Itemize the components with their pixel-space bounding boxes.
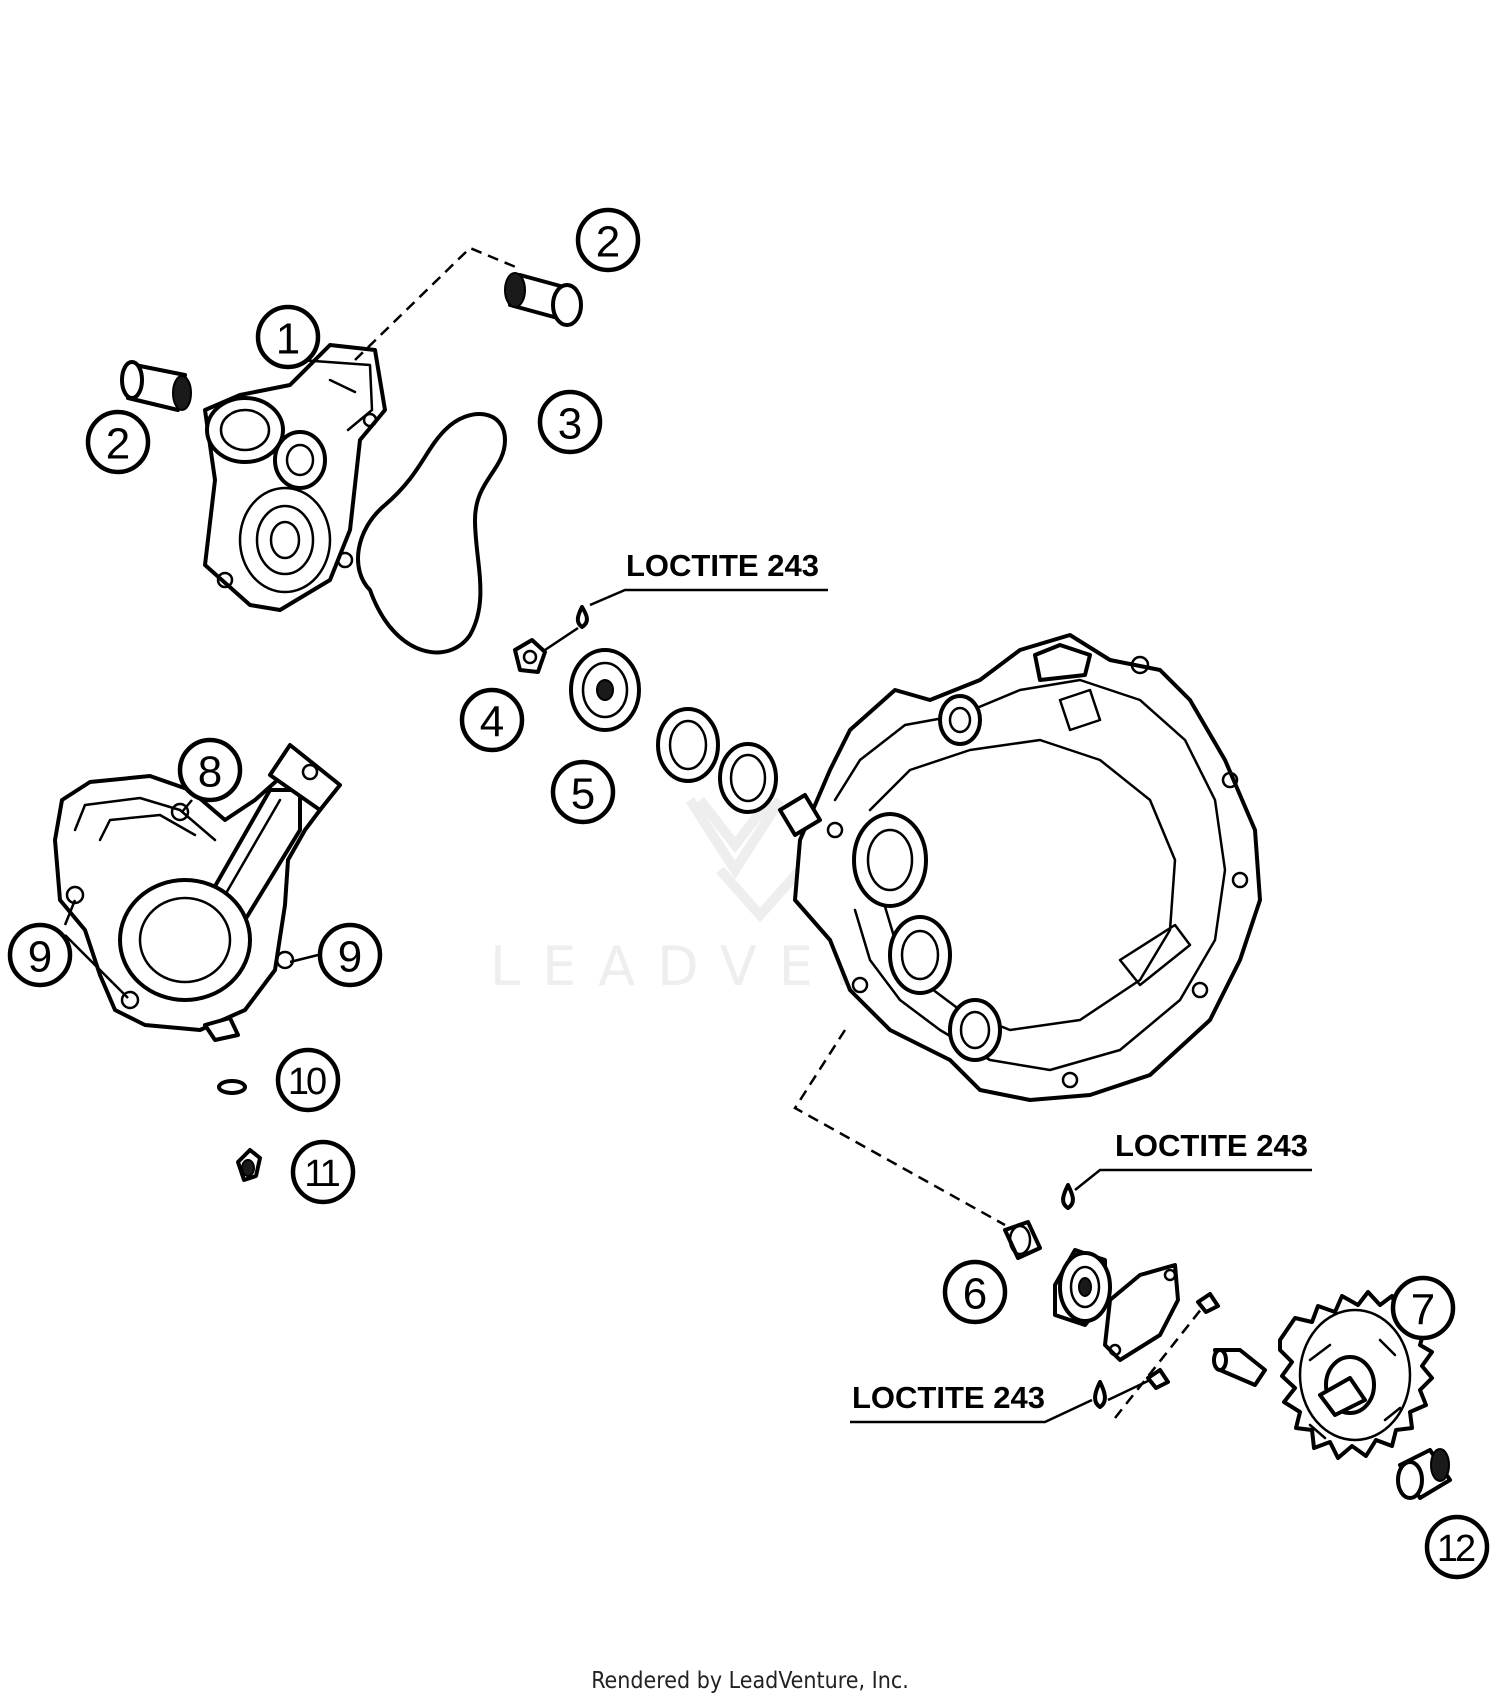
- shaft-seal-1: [656, 707, 720, 783]
- svg-text:5: 5: [571, 770, 595, 819]
- retainer-plate: [1103, 1263, 1180, 1362]
- bearing-sleeve: [1003, 1220, 1042, 1260]
- leader-9-right: [289, 953, 319, 964]
- retainer-screws: [1146, 1292, 1220, 1390]
- callout-9-left: 9: [7, 922, 73, 988]
- leader-screw-drop: [544, 626, 579, 652]
- svg-text:8: 8: [198, 748, 222, 797]
- callout-9-right: 9: [317, 922, 383, 988]
- pump-cover-outer: [203, 343, 387, 612]
- svg-text:2: 2: [596, 218, 620, 267]
- footer-credit: Rendered by LeadVenture, Inc.: [591, 1668, 909, 1694]
- svg-text:12: 12: [1437, 1528, 1475, 1570]
- callout-5: 5: [550, 759, 616, 825]
- callout-8: 8: [177, 737, 243, 803]
- note-loctite-3: LOCTITE 243: [852, 1380, 1045, 1415]
- shaft-seal-2: [718, 742, 778, 814]
- svg-text:2: 2: [106, 420, 130, 469]
- impeller: [569, 648, 641, 732]
- leader-retainer-drop: [1107, 1378, 1151, 1402]
- leader-loctite-1: [589, 588, 828, 607]
- loctite-drop-1: [575, 605, 589, 629]
- callout-2-upper: 2: [575, 207, 641, 273]
- ball-bearing: [1053, 1248, 1112, 1327]
- leader-8: [181, 799, 193, 813]
- engine-housing: [778, 633, 1262, 1102]
- leader-loctite-3: [850, 1398, 1093, 1424]
- dashed-line-upper: [354, 246, 519, 361]
- callout-11: 11: [290, 1139, 356, 1205]
- svg-text:3: 3: [558, 400, 582, 449]
- svg-text:9: 9: [28, 933, 52, 982]
- dashed-line-lower: [793, 1029, 1006, 1227]
- svg-text:10: 10: [288, 1061, 326, 1103]
- callout-3: 3: [537, 389, 603, 455]
- callout-4: 4: [459, 687, 525, 753]
- washer: [217, 1079, 247, 1095]
- callout-6: 6: [942, 1259, 1008, 1325]
- drain-screw: [236, 1148, 262, 1182]
- dashed-line-retainer: [1114, 1297, 1211, 1419]
- svg-text:11: 11: [304, 1153, 339, 1195]
- needle-bearing: [1396, 1448, 1452, 1500]
- callout-12: 12: [1424, 1514, 1490, 1580]
- note-loctite-2: LOCTITE 243: [1115, 1128, 1308, 1163]
- callout-2-left: 2: [85, 409, 151, 475]
- loctite-drop-3: [1093, 1380, 1107, 1409]
- leader-9-left: [63, 899, 129, 999]
- bushing-left: [120, 360, 192, 412]
- svg-text:4: 4: [480, 698, 504, 747]
- callout-7: 7: [1390, 1275, 1456, 1341]
- loctite-drop-2: [1061, 1183, 1075, 1210]
- pump-shaft-gear: [1212, 1290, 1434, 1460]
- bushing-upper: [504, 272, 583, 327]
- svg-text:1: 1: [276, 315, 300, 364]
- svg-text:6: 6: [963, 1270, 987, 1319]
- callout-10: 10: [275, 1047, 341, 1113]
- pump-cover-inner: [53, 743, 342, 1042]
- screw: [513, 638, 547, 674]
- leader-loctite-2: [1074, 1168, 1312, 1191]
- o-ring-gasket: [356, 412, 507, 655]
- callout-1: 1: [255, 304, 321, 370]
- note-loctite-1: LOCTITE 243: [626, 548, 819, 583]
- svg-text:7: 7: [1411, 1286, 1435, 1335]
- svg-text:9: 9: [338, 933, 362, 982]
